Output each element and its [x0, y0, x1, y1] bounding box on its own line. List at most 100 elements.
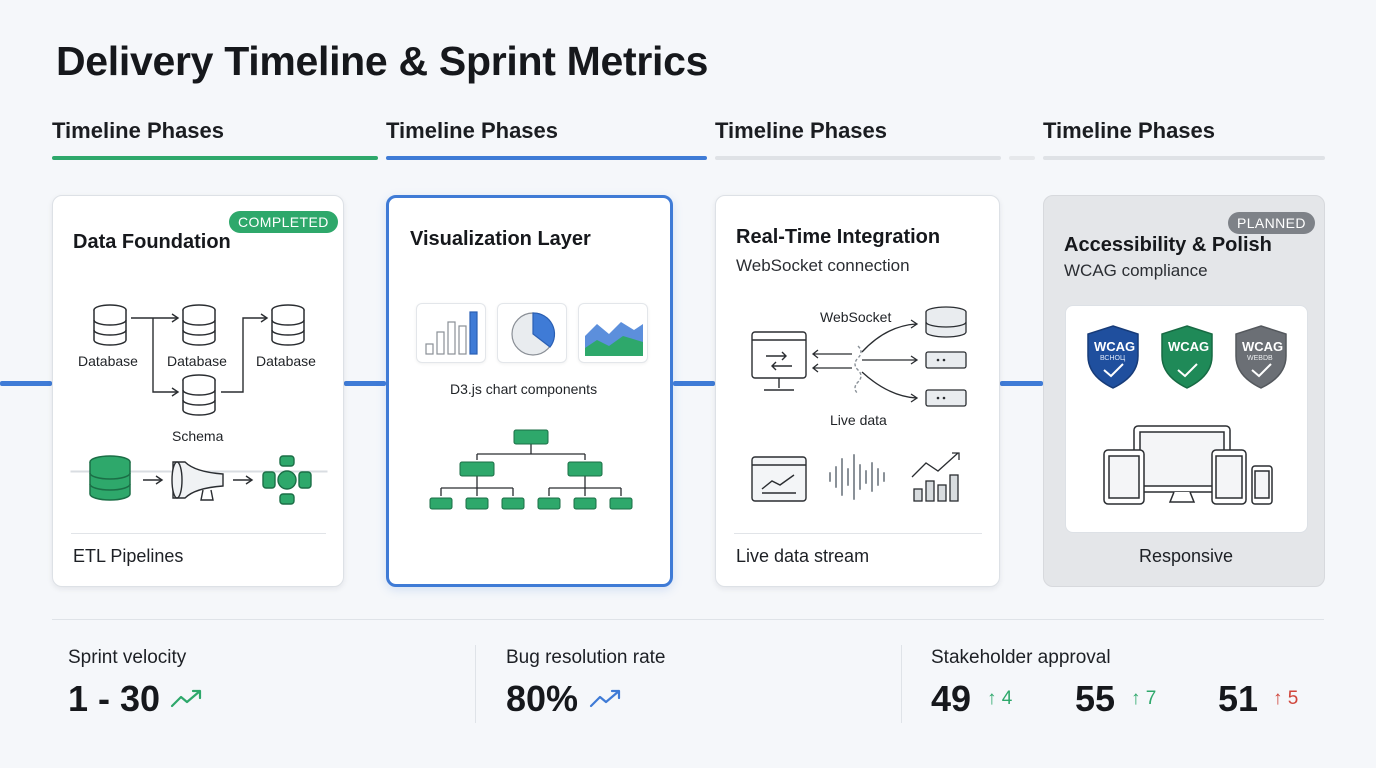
phase-progress-bar-1	[52, 156, 378, 160]
etl-pipeline-diagram	[89, 455, 312, 505]
funnel-icon	[171, 461, 224, 501]
card-footer: Live data stream	[736, 546, 870, 566]
phase-header-2: Timeline Phases	[386, 118, 559, 143]
card-title: Real-Time Integration	[736, 226, 941, 248]
area-chart-icon	[585, 322, 643, 356]
metric-label-stakeholder-approval: Stakeholder approval	[931, 647, 1111, 668]
timeline-connector	[673, 381, 715, 386]
card-title: Visualization Layer	[410, 228, 591, 250]
pie-chart-icon	[511, 312, 556, 356]
database-icon-schema	[182, 374, 216, 416]
card-divider	[734, 533, 982, 534]
phase-header-1: Timeline Phases	[52, 118, 225, 143]
metric-value-bug-resolution: 80%	[506, 678, 579, 719]
shield-text: WCAG	[1168, 339, 1210, 354]
connection-arrows	[131, 313, 269, 397]
shield-text: WCAG	[1094, 339, 1136, 354]
metric-label-bug-resolution: Bug resolution rate	[506, 647, 666, 668]
shield-small-text: WEBDB	[1247, 355, 1273, 362]
phase-card-visualization-layer[interactable]: Visualization Layer D3.js chart componen…	[386, 195, 673, 587]
timeline-connector	[344, 381, 386, 386]
phase-card-realtime-integration[interactable]: Real-Time Integration WebSocket connecti…	[715, 195, 1000, 587]
schema-label: Schema	[172, 428, 224, 444]
live-data-label: Live data	[830, 412, 887, 428]
wcag-shield-icon-1	[1087, 325, 1139, 389]
card-footer: ETL Pipelines	[73, 546, 184, 566]
tree-leaf-node	[573, 497, 597, 510]
database-label: Database	[256, 353, 316, 369]
approval-value: 49	[931, 678, 972, 719]
phase-progress-bar-gap	[1009, 156, 1035, 160]
card-subtitle: WCAG compliance	[1064, 261, 1208, 280]
shield-small-text: ВСНОЦ	[1100, 355, 1126, 362]
chart-components-caption: D3.js chart components	[450, 381, 598, 397]
waveform-icon	[829, 454, 885, 500]
bar-chart-icon	[425, 311, 478, 355]
phase-card-data-foundation[interactable]: COMPLETED Data Foundation	[52, 195, 344, 587]
card-subtitle: WebSocket connection	[736, 256, 910, 275]
trend-up-icon	[170, 689, 202, 708]
status-badge-completed: COMPLETED	[229, 211, 338, 233]
tree-leaf-node	[501, 497, 525, 510]
tree-root-node	[513, 429, 549, 445]
server-database-icon	[925, 306, 967, 338]
approval-delta-down: ↑ 5	[1273, 688, 1299, 709]
approval-delta-up: ↑ 4	[987, 688, 1013, 709]
database-schema-diagram	[70, 304, 328, 473]
shield-text: WCAG	[1242, 339, 1284, 354]
connection-chain	[854, 345, 862, 395]
approval-value: 55	[1075, 678, 1116, 719]
websocket-flow-diagram	[751, 306, 967, 407]
green-database-icon	[89, 455, 131, 501]
database-icon-2	[182, 304, 216, 346]
pie-chart-thumbnail	[497, 303, 567, 363]
metrics-separator	[901, 645, 902, 723]
tree-leaf-node	[537, 497, 561, 510]
timeline-connector	[1000, 381, 1043, 386]
wcag-shield-icon-2	[1161, 325, 1213, 389]
phase-header-4: Timeline Phases	[1043, 118, 1216, 143]
card-title: Accessibility & Polish	[1064, 234, 1272, 256]
bar-chart-thumbnail	[416, 303, 486, 363]
page-title: Delivery Timeline & Sprint Metrics	[56, 38, 709, 84]
card-title: Data Foundation	[73, 231, 231, 253]
metric-label-sprint-velocity: Sprint velocity	[68, 647, 187, 668]
tablet-icon	[1103, 449, 1145, 505]
small-phone-icon	[1251, 465, 1273, 505]
tree-node	[459, 461, 495, 477]
trend-up-icon	[589, 689, 621, 708]
phase-card-accessibility-polish[interactable]: PLANNED Accessibility & Polish WCAG comp…	[1043, 195, 1325, 587]
server-rack-icon	[925, 351, 967, 407]
metrics-separator	[475, 645, 476, 723]
tree-node	[567, 461, 603, 477]
client-window-icon	[751, 331, 807, 391]
status-badge-planned: PLANNED	[1228, 212, 1315, 234]
tree-leaf-node	[465, 497, 489, 510]
database-icon-3	[271, 304, 305, 346]
websocket-label: WebSocket	[820, 309, 892, 325]
trend-bars-icon	[911, 452, 960, 502]
transform-node-icon	[262, 455, 312, 505]
phase-progress-bar-2	[386, 156, 707, 160]
metric-value-sprint-velocity: 1 - 30	[68, 678, 161, 719]
card-divider	[71, 533, 326, 534]
metrics-divider	[52, 619, 1324, 620]
approval-value: 51	[1218, 678, 1259, 719]
tree-leaf-node	[429, 497, 453, 510]
component-tree-diagram	[429, 429, 633, 510]
approval-delta-up: ↑ 7	[1131, 688, 1157, 709]
phone-icon	[1211, 449, 1247, 505]
phase-progress-bar-4	[1043, 156, 1325, 160]
wcag-shield-icon-3	[1235, 325, 1287, 389]
card-footer: Responsive	[1139, 546, 1234, 566]
database-label: Database	[167, 353, 227, 369]
phase-header-3: Timeline Phases	[715, 118, 888, 143]
dashboard-window-icon	[751, 456, 807, 502]
area-chart-thumbnail	[578, 303, 648, 363]
wcag-devices-illustration	[1087, 325, 1287, 505]
database-icon-1	[93, 304, 127, 346]
phase-progress-bar-3	[715, 156, 1001, 160]
live-stream-icons	[751, 452, 960, 502]
compliance-panel: WCAG WCAG WCAG ВСНОЦ WEBDB	[1065, 305, 1308, 533]
database-label: Database	[78, 353, 138, 369]
